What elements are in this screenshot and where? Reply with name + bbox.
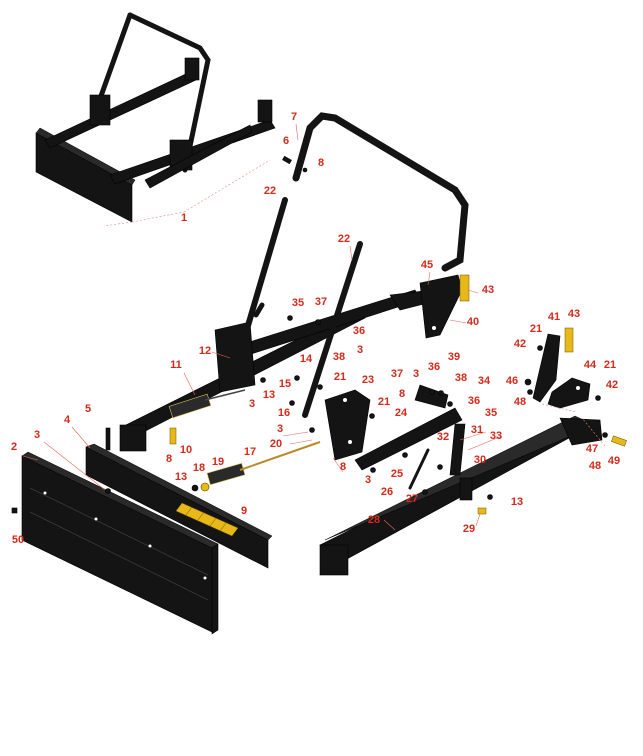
callout-13: 13 (511, 496, 523, 508)
callout-43: 43 (482, 284, 494, 296)
callout-17: 17 (244, 446, 256, 458)
callout-8: 8 (399, 388, 405, 400)
callout-46: 46 (506, 375, 518, 387)
callout-9: 9 (241, 505, 247, 517)
callout-40: 40 (467, 316, 479, 328)
callout-20: 20 (270, 438, 282, 450)
callout-5: 5 (85, 403, 91, 415)
inset-lift-frame-assembly (35, 12, 276, 227)
callout-50: 50 (12, 534, 24, 546)
callout-21: 21 (604, 359, 616, 371)
callout-35: 35 (292, 297, 304, 309)
right-brackets (532, 327, 627, 447)
callout-11: 11 (170, 359, 182, 371)
callout-7: 7 (291, 111, 297, 123)
callout-8: 8 (166, 453, 172, 465)
callout-6: 6 (283, 135, 289, 147)
callout-25: 25 (391, 468, 403, 480)
callout-36: 36 (428, 361, 440, 373)
callout-45: 45 (421, 259, 433, 271)
callout-42: 42 (514, 338, 526, 350)
callout-38: 38 (333, 351, 345, 363)
callout-23: 23 (362, 374, 374, 386)
callout-39: 39 (448, 351, 460, 363)
callout-37: 37 (315, 296, 327, 308)
callout-8: 8 (318, 157, 324, 169)
callout-43: 43 (568, 308, 580, 320)
callout-42: 42 (606, 379, 618, 391)
callout-48: 48 (514, 396, 526, 408)
callout-41: 41 (548, 311, 560, 323)
callout-16: 16 (278, 407, 290, 419)
callout-30: 30 (474, 454, 486, 466)
callout-34: 34 (478, 375, 491, 387)
callout-15: 15 (279, 378, 291, 390)
callout-13: 13 (263, 389, 275, 401)
blade-assembly (21, 443, 273, 635)
callout-18: 18 (193, 462, 205, 474)
callout-21: 21 (334, 371, 346, 383)
callout-1: 1 (181, 212, 187, 224)
callout-31: 31 (471, 424, 483, 436)
callout-27: 27 (406, 493, 418, 505)
callout-36: 36 (468, 395, 480, 407)
callout-32: 32 (437, 431, 449, 443)
callout-21: 21 (378, 396, 390, 408)
callout-38: 38 (455, 372, 467, 384)
callout-22: 22 (264, 185, 276, 197)
callout-13: 13 (175, 471, 187, 483)
main-lift-frame (119, 289, 441, 486)
leader-lines (22, 123, 606, 531)
callout-8: 8 (340, 461, 346, 473)
callout-14: 14 (300, 353, 313, 365)
callout-44: 44 (584, 359, 597, 371)
callout-35: 35 (485, 407, 497, 419)
callout-3: 3 (277, 423, 283, 435)
lower-right-frame (319, 415, 603, 576)
callout-10: 10 (180, 444, 192, 456)
callout-3: 3 (413, 368, 419, 380)
callout-12: 12 (199, 345, 211, 357)
callout-4: 4 (64, 414, 71, 426)
callout-49: 49 (608, 455, 620, 467)
fasteners (11, 155, 608, 515)
callout-21: 21 (530, 323, 542, 335)
mid-linkage-plates (324, 384, 463, 471)
callout-26: 26 (381, 486, 393, 498)
callout-29: 29 (463, 523, 475, 535)
handle-tubes (229, 112, 469, 418)
callout-19: 19 (212, 456, 224, 468)
callout-36: 36 (353, 325, 365, 337)
callout-3: 3 (365, 474, 371, 486)
callout-28: 28 (368, 514, 380, 526)
callout-24: 24 (395, 407, 408, 419)
callout-33: 33 (490, 430, 502, 442)
callout-3: 3 (249, 398, 255, 410)
callout-48: 48 (589, 460, 601, 472)
callout-3: 3 (34, 429, 40, 441)
callout-47: 47 (586, 443, 598, 455)
bracket-40 (419, 274, 470, 339)
callout-2: 2 (11, 441, 17, 453)
callout-3: 3 (357, 344, 363, 356)
callout-37: 37 (391, 368, 403, 380)
callout-22: 22 (338, 233, 350, 245)
